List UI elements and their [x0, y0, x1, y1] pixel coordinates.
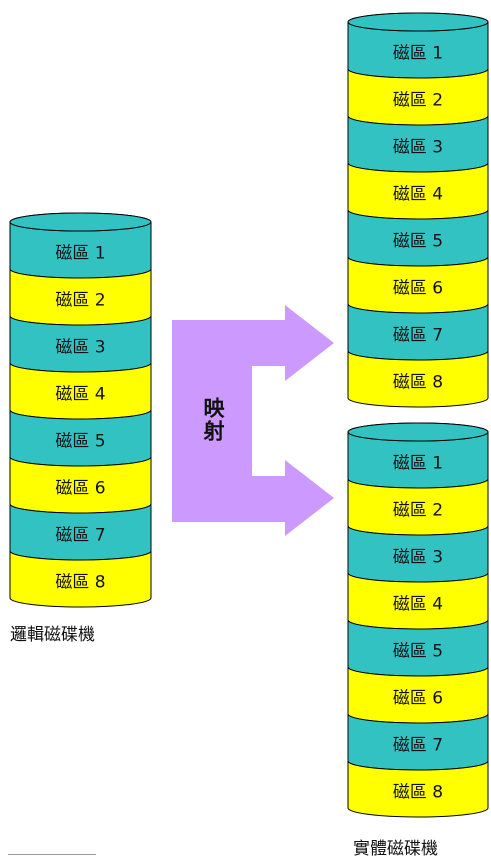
sector-label: 磁區 3: [55, 338, 105, 358]
sector-label: 磁區 2: [393, 91, 443, 111]
sector-label: 磁區 2: [393, 501, 443, 521]
sector-label: 磁區 7: [393, 736, 443, 756]
sector-label: 磁區 6: [393, 279, 443, 299]
physical-disk-1: 磁區 1 磁區 2 磁區 3 磁區 4 磁區 5 磁區 6 磁區 7 磁區 8: [347, 12, 489, 408]
physical-disk-2-top-face: [347, 422, 489, 442]
physical-disk-2: 磁區 1 磁區 2 磁區 3 磁區 4 磁區 5 磁區 6 磁區 7 磁區 8: [347, 422, 489, 818]
sector-label: 磁區 6: [55, 479, 105, 499]
physical-disk-1-top-face: [347, 12, 489, 32]
sector-label: 磁區 8: [55, 573, 105, 593]
logical-disk-caption: 邏輯磁碟機: [10, 625, 95, 645]
sector-label: 磁區 1: [393, 454, 443, 474]
sector-label: 磁區 2: [55, 291, 105, 311]
sector-label: 磁區 8: [393, 783, 443, 803]
sector-label: 磁區 8: [393, 373, 443, 393]
sector-label: 磁區 5: [55, 432, 105, 452]
mapping-arrow-shape: [172, 305, 334, 536]
sector-label: 磁區 3: [393, 138, 443, 158]
physical-disk-caption: 實體磁碟機: [353, 839, 438, 859]
sector-label: 磁區 1: [55, 244, 105, 264]
sector-label: 磁區 1: [393, 44, 443, 64]
mapping-arrow: 映射: [172, 305, 334, 536]
logical-disk: 磁區 1 磁區 2 磁區 3 磁區 4 磁區 5 磁區 6 磁區 7 磁區 8: [9, 212, 152, 608]
sector-label: 磁區 5: [393, 642, 443, 662]
mapping-arrow-label: 映射: [201, 397, 226, 443]
sector-label: 磁區 7: [55, 526, 105, 546]
sector-band: [9, 550, 152, 608]
sector-label: 磁區 4: [393, 595, 443, 615]
sector-label: 磁區 7: [393, 326, 443, 346]
sector-band: [347, 350, 489, 408]
sector-label: 磁區 6: [393, 689, 443, 709]
sector-band: [347, 760, 489, 818]
sector-label: 磁區 4: [55, 385, 105, 405]
sector-label: 磁區 4: [393, 185, 443, 205]
sector-label: 磁區 5: [393, 232, 443, 252]
logical-disk-top-face: [9, 212, 152, 232]
sector-label: 磁區 3: [393, 548, 443, 568]
divider-line: [8, 854, 96, 855]
